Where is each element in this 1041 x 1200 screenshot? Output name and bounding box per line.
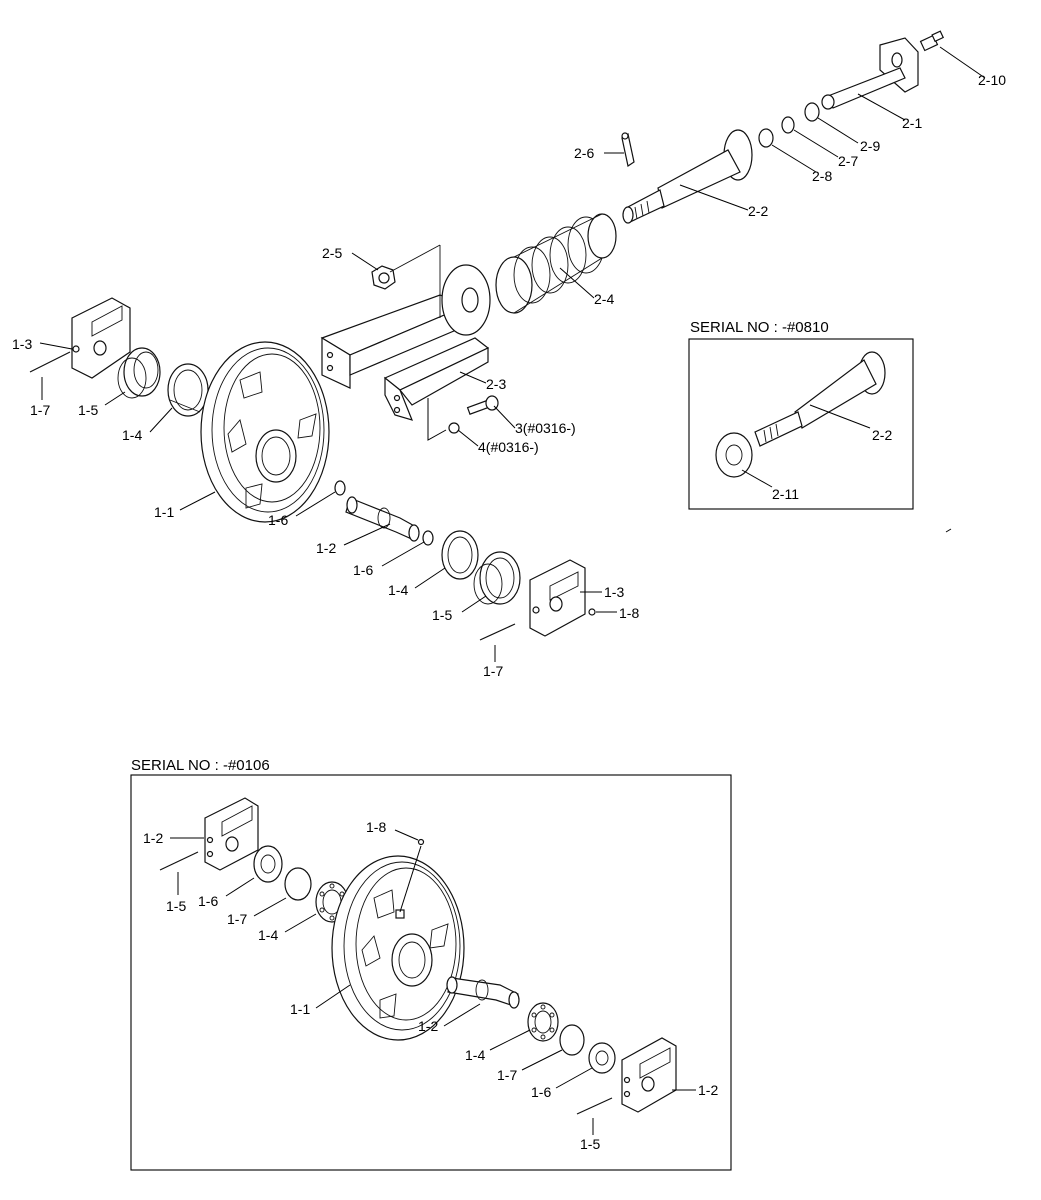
inset-label-1-2-b: 1-2 <box>418 1018 438 1034</box>
oring-1-6-b <box>422 530 434 546</box>
label-2-3: 2-3 <box>486 376 506 392</box>
label-2-4: 2-4 <box>594 291 614 307</box>
cotter-pin-icon <box>621 132 635 167</box>
spring-icon <box>495 213 617 314</box>
pin-1-7-right <box>479 623 516 641</box>
snap-ring-1-7-inset-right <box>559 1024 585 1056</box>
stray-mark <box>945 528 952 533</box>
label-2-7: 2-7 <box>838 153 858 169</box>
label-2-10: 2-10 <box>978 72 1006 88</box>
washer-2-11 <box>715 432 753 478</box>
lower-inset-frame <box>130 774 732 1171</box>
pin-1-5-inset-left <box>159 851 199 871</box>
label-1-4-left: 1-4 <box>122 427 142 443</box>
inset-label-2-11: 2-11 <box>772 486 799 502</box>
upper-inset: SERIAL NO : -#0810 2-2 2-11 <box>688 319 914 510</box>
label-2-8: 2-8 <box>812 168 832 184</box>
bearing-1-4-inset-right <box>527 1002 559 1042</box>
seal-1-5-right <box>473 551 521 605</box>
label-1-8: 1-8 <box>619 605 639 621</box>
seal-1-6-inset-left <box>253 845 283 883</box>
inset-label-1-6-b: 1-6 <box>531 1084 551 1100</box>
ring-2-7 <box>781 116 795 134</box>
label-1-6-a: 1-6 <box>268 512 288 528</box>
inset-label-1-1: 1-1 <box>290 1001 310 1017</box>
oring-1-6-a <box>334 480 346 496</box>
label-1-7-left: 1-7 <box>30 402 50 418</box>
label-1-3-left: 1-3 <box>12 336 32 352</box>
inset-label-1-7-a: 1-7 <box>227 911 247 927</box>
label-4: 4(#0316-) <box>478 439 539 455</box>
ring-2-9 <box>804 102 820 122</box>
pin-1-7-left <box>29 351 71 373</box>
bushing-1-4-right <box>441 530 479 580</box>
bolt-3 <box>466 395 499 415</box>
upper-inset-frame <box>688 338 914 510</box>
inset-label-1-2-a: 1-2 <box>143 830 163 846</box>
bracket-1-2-inset-right <box>621 1037 677 1113</box>
inset-label-1-5-a: 1-5 <box>166 898 186 914</box>
inset-label-1-7-b: 1-7 <box>497 1067 517 1083</box>
lower-inset: SERIAL NO : -#0106 <box>130 757 732 1171</box>
rod-2-2-inset <box>754 351 886 447</box>
upper-inset-caption: SERIAL NO : -#0810 <box>690 319 829 336</box>
label-1-5-right: 1-5 <box>432 607 452 623</box>
label-2-6: 2-6 <box>574 145 594 161</box>
yoke-2-3 <box>320 244 491 421</box>
rod-2-2 <box>622 129 753 224</box>
nipple-1-8 <box>588 608 596 616</box>
label-3: 3(#0316-) <box>515 420 576 436</box>
main-assembly: 2-10 2-1 2-9 2-7 2-8 2-6 2-2 2-5 2-4 2-3… <box>12 30 1006 679</box>
bracket-1-2-inset-left <box>204 797 259 871</box>
ring-2-8 <box>758 128 774 148</box>
washer-4 <box>448 422 460 434</box>
label-1-1: 1-1 <box>154 504 174 520</box>
inset-label-1-2-c: 1-2 <box>698 1082 718 1098</box>
seal-1-5-left <box>117 347 161 399</box>
inset-label-1-6-a: 1-6 <box>198 893 218 909</box>
inset-label-1-4-b: 1-4 <box>465 1047 485 1063</box>
shaft-1-2 <box>345 496 420 542</box>
bracket-1-3-right <box>529 559 586 637</box>
bracket-1-3-left <box>71 297 131 379</box>
leader-lines <box>39 46 986 662</box>
label-1-3-right: 1-3 <box>604 584 624 600</box>
inset-label-1-5-b: 1-5 <box>580 1136 600 1152</box>
snap-ring-1-7-inset-left <box>284 867 312 901</box>
idler-wheel-icon <box>200 341 330 523</box>
label-2-5: 2-5 <box>322 245 342 261</box>
nipple-1-8-inset <box>417 838 425 846</box>
shaft-1-2-inset <box>446 976 520 1009</box>
nut-2-5 <box>371 265 396 290</box>
label-1-2: 1-2 <box>316 540 336 556</box>
label-2-1: 2-1 <box>902 115 922 131</box>
label-2-9: 2-9 <box>860 138 880 154</box>
label-1-6-b: 1-6 <box>353 562 373 578</box>
label-1-5-left: 1-5 <box>78 402 98 418</box>
rod-2-1 <box>821 37 919 110</box>
idler-wheel-inset <box>331 855 465 1041</box>
bushing-1-4-left <box>167 363 209 417</box>
label-1-7-right: 1-7 <box>483 663 503 679</box>
inset-label-1-8: 1-8 <box>366 819 386 835</box>
pin-1-5-inset-right <box>576 1097 613 1115</box>
lower-inset-caption: SERIAL NO : -#0106 <box>131 757 270 774</box>
grease-nipple-icon <box>919 30 945 52</box>
inset-label-1-4-a: 1-4 <box>258 927 278 943</box>
label-2-2: 2-2 <box>748 203 768 219</box>
inset-leader-lines <box>170 829 696 1135</box>
inset-label-2-2: 2-2 <box>872 427 892 443</box>
seal-1-6-inset-right <box>588 1042 616 1074</box>
label-1-4-right: 1-4 <box>388 582 408 598</box>
